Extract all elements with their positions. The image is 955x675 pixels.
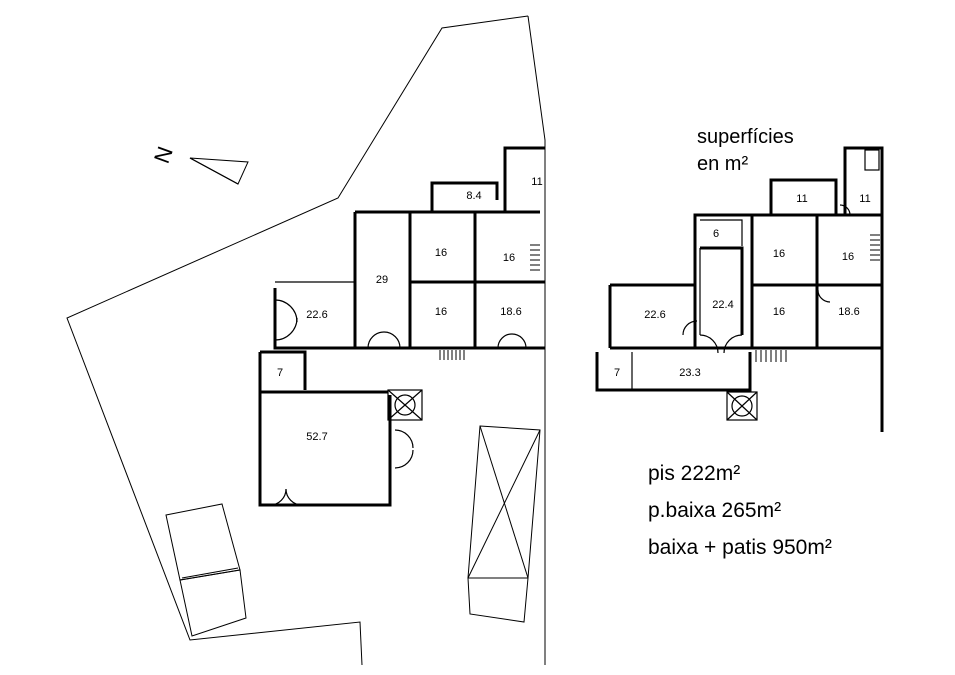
room-label: 11 — [531, 176, 542, 188]
area-upper-floor: pis 222m² — [648, 462, 741, 485]
room-label: 6 — [713, 228, 719, 240]
area-summary: pis 222m² p.baixa 265m² baixa + patis 95… — [648, 455, 832, 566]
room-label: 23.3 — [679, 367, 700, 379]
site-boundary — [66, 15, 529, 666]
room-label: 16 — [435, 247, 447, 259]
upper-floor-plan: 11 11 6 16 16 16 22.4 22.6 18.6 7 23.3 — [595, 146, 884, 432]
area-ground-floor: p.baixa 265m² — [648, 499, 782, 522]
parking-blocks — [165, 503, 247, 637]
area-ground-and-patios: baixa + patis 950m² — [648, 536, 832, 559]
north-arrow-icon — [189, 157, 249, 185]
room-label: 11 — [859, 193, 870, 205]
pergola-structure — [467, 425, 541, 623]
surfaces-title-line2: en m² — [697, 153, 749, 175]
room-label: 16 — [773, 306, 785, 318]
room-label: 16 — [773, 248, 785, 260]
room-label: 8.4 — [466, 190, 481, 202]
room-label: 7 — [277, 367, 283, 379]
room-label: 52.7 — [306, 431, 327, 443]
room-label: 7 — [614, 367, 620, 379]
room-label: 11 — [796, 193, 807, 205]
room-label: 18.6 — [838, 306, 859, 318]
room-label: 22.6 — [644, 309, 665, 321]
room-label: 18.6 — [500, 306, 521, 318]
surfaces-title-line1: superfícies — [697, 126, 794, 148]
ground-floor-plan: 8.4 11 16 16 16 29 18.6 22.6 7 52.7 — [258, 146, 545, 507]
room-label: 16 — [503, 252, 515, 264]
room-label: 16 — [435, 306, 447, 318]
room-label: 29 — [376, 274, 388, 286]
site-boundary-east — [527, 15, 546, 665]
room-label: 22.4 — [712, 299, 733, 311]
room-label: 16 — [842, 251, 854, 263]
surfaces-title: superfícies en m² — [697, 124, 794, 178]
room-label: 22.6 — [306, 309, 327, 321]
